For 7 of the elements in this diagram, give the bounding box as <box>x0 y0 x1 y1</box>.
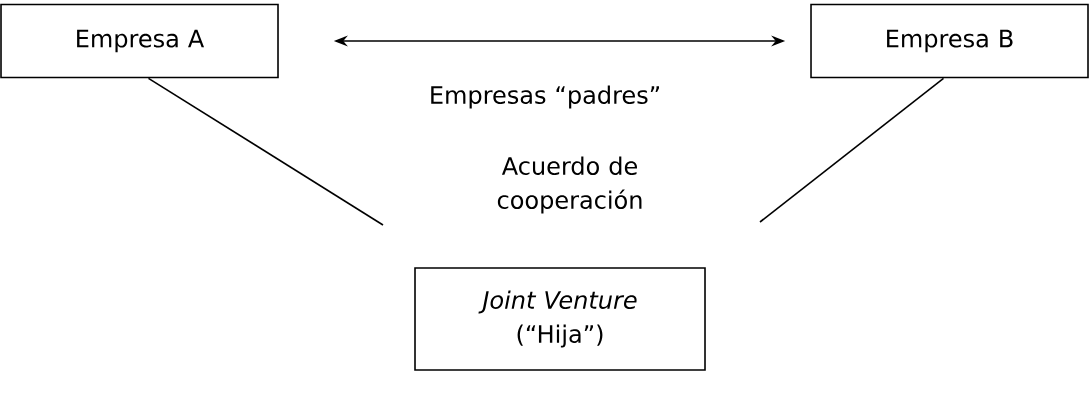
text-box: Empresa B <box>810 3 1089 79</box>
text-box: Joint Venture (“Hija”) <box>414 267 706 371</box>
connector-line <box>759 77 945 223</box>
text-label: Empresas “padres” <box>431 85 659 109</box>
text-box: Empresa A <box>0 3 279 79</box>
connector-line <box>147 77 384 226</box>
text-label: Acuerdo de cooperación <box>497 156 642 214</box>
